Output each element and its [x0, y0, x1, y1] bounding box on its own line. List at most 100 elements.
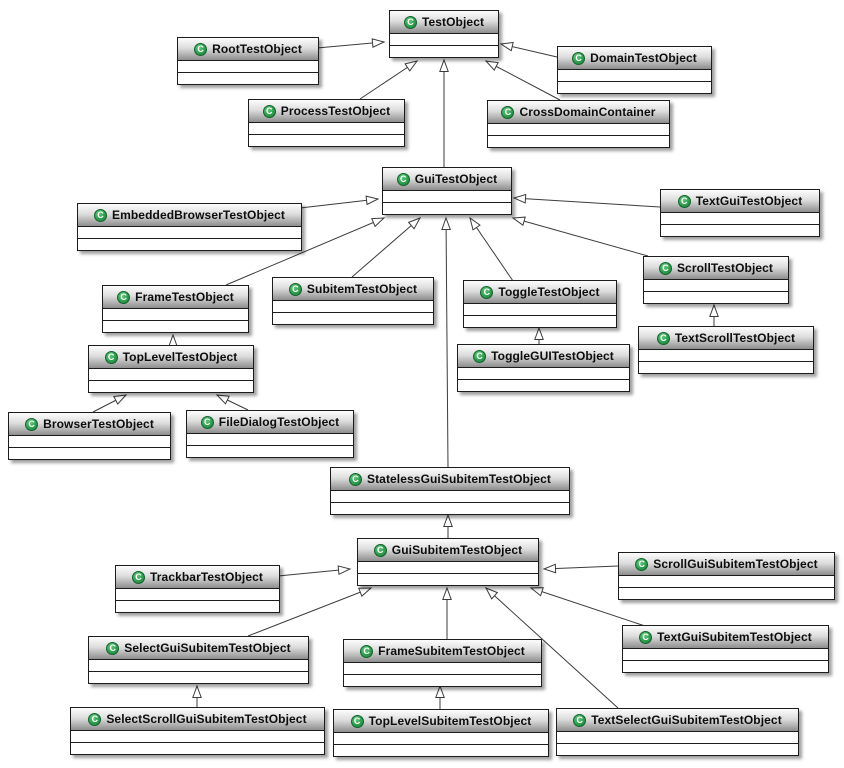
- methods-compartment: [71, 743, 324, 754]
- methods-compartment: [390, 46, 498, 57]
- attributes-compartment: [273, 301, 433, 313]
- class-icon: C: [635, 557, 649, 571]
- class-box-FileDialogTestObject[interactable]: C FileDialogTestObject: [186, 410, 354, 458]
- class-name-label: CrossDomainContainer: [519, 105, 656, 119]
- class-icon: C: [656, 331, 670, 345]
- methods-compartment: [78, 239, 301, 250]
- class-icon: C: [572, 51, 586, 65]
- class-icon: C: [104, 350, 118, 364]
- methods-compartment: [187, 446, 353, 457]
- class-name-label: FileDialogTestObject: [218, 415, 340, 429]
- methods-compartment: [89, 381, 253, 392]
- attributes-compartment: [383, 191, 511, 203]
- methods-compartment: [178, 73, 318, 84]
- methods-compartment: [557, 744, 798, 755]
- attributes-compartment: [89, 369, 253, 381]
- class-name-label: ToggleGUITestObject: [491, 349, 614, 363]
- attributes-compartment: [458, 368, 629, 380]
- inheritance-edge-ProcessTestObject-to-TestObject: [359, 60, 419, 100]
- methods-compartment: [344, 675, 541, 686]
- class-name-label: ProcessTestObject: [280, 104, 391, 118]
- class-name-label: SubitemTestObject: [306, 282, 418, 296]
- class-box-GuiTestObject[interactable]: C GuiTestObject: [382, 167, 512, 215]
- class-header-GuiTestObject[interactable]: C GuiTestObject: [383, 168, 511, 191]
- inheritance-edge-SubitemTestObject-to-GuiTestObject: [351, 217, 422, 278]
- class-icon: C: [94, 208, 107, 222]
- methods-compartment: [639, 362, 813, 373]
- attributes-compartment: [178, 61, 318, 73]
- attributes-compartment: [390, 34, 498, 46]
- methods-compartment: [249, 135, 404, 146]
- attributes-compartment: [358, 562, 538, 574]
- methods-compartment: [488, 136, 669, 147]
- inheritance-edge-ScrollTestObject-to-GuiTestObject: [511, 216, 649, 257]
- class-header-ScrollGuiSubitemTestObject[interactable]: C ScrollGuiSubitemTestObject: [619, 553, 834, 576]
- methods-compartment: [9, 448, 170, 459]
- class-name-label: ScrollGuiSubitemTestObject: [653, 557, 818, 571]
- class-box-ScrollGuiSubitemTestObject[interactable]: C ScrollGuiSubitemTestObject: [618, 552, 835, 600]
- methods-compartment: [331, 503, 569, 514]
- class-name-label: ScrollTestObject: [676, 261, 774, 275]
- class-name-label: TextSelectGuiSubitemTestObject: [591, 713, 782, 727]
- class-icon: C: [396, 172, 410, 186]
- attributes-compartment: [661, 213, 819, 225]
- class-icon: C: [200, 415, 214, 429]
- attributes-compartment: [187, 434, 353, 446]
- class-header-FileDialogTestObject[interactable]: C FileDialogTestObject: [187, 411, 353, 434]
- inheritance-edge-TrackbarTestObject-to-GuiSubitemTestObject: [277, 565, 352, 577]
- class-name-label: GuiTestObject: [414, 172, 498, 186]
- methods-compartment: [103, 321, 248, 332]
- attributes-compartment: [103, 309, 248, 321]
- attributes-compartment: [331, 491, 569, 503]
